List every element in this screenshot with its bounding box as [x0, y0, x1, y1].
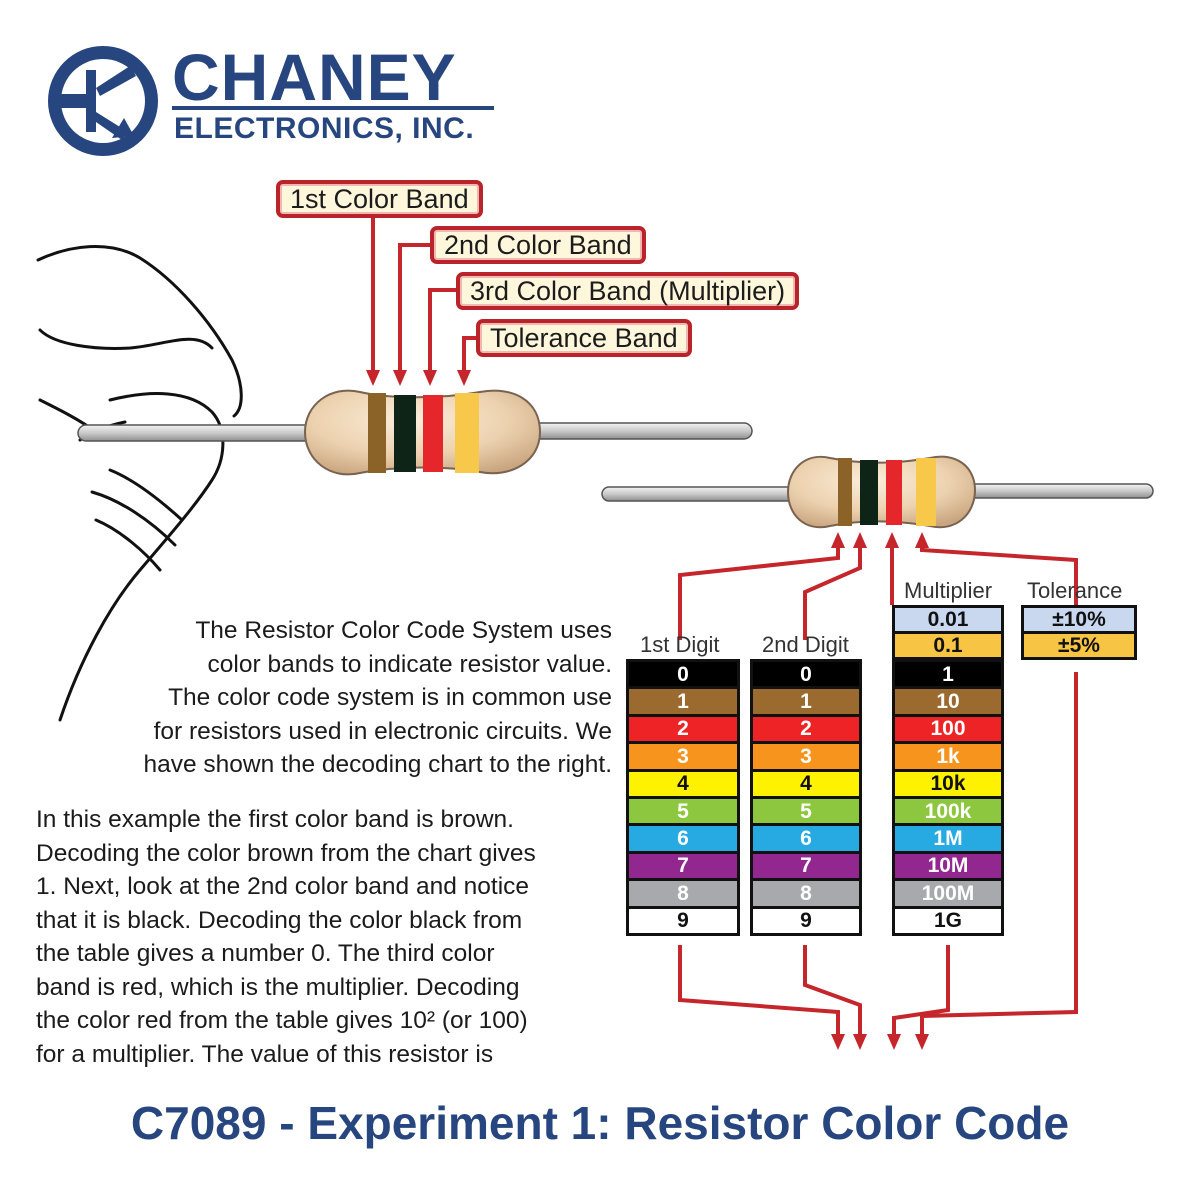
second-digit-cell: 3: [753, 744, 859, 769]
chart-connectors-top: [678, 545, 1078, 640]
resistor-small: [601, 455, 1154, 529]
multiplier-fraction-cell: 0.1: [895, 634, 1001, 657]
intro-line: color bands to indicate resistor value.: [207, 650, 612, 678]
first-digit-cell: 3: [629, 744, 737, 769]
first-digit-cell: 2: [629, 716, 737, 742]
example-paragraph: In this example the first color band is …: [36, 803, 626, 1071]
example-line: 1. Next, look at the 2nd color band and …: [36, 873, 530, 900]
chart-connector-arrowheads-bottom: [831, 1034, 929, 1050]
brand-subtitle: ELECTRONICS, INC.: [174, 112, 475, 145]
first-digit-cell: 8: [629, 881, 737, 906]
example-line: Decoding the color brown from the chart …: [36, 839, 536, 867]
second-digit-cell: 8: [753, 881, 859, 906]
multiplier-cell: 1: [895, 662, 1001, 687]
intro-line: The color code system is in common use: [168, 684, 612, 711]
first-digit-cell: 6: [629, 826, 737, 851]
hand-illustration: [36, 244, 243, 722]
multiplier-cell: 1G: [895, 908, 1001, 933]
callout-3rd-color-band: 3rd Color Band (Multiplier): [456, 272, 800, 310]
resistor-large: [77, 389, 753, 476]
callout-pointers: [371, 218, 478, 372]
example-line: for a multiplier. The value of this resi…: [36, 1040, 494, 1068]
first-digit-cell: 7: [629, 853, 737, 879]
intro-line: for resistors used in electronic circuit…: [153, 717, 612, 745]
multiplier-cell: 1k: [895, 744, 1001, 769]
multiplier-cell: 10: [895, 689, 1001, 714]
multiplier-fraction-cell: 0.01: [895, 608, 1001, 631]
second-digit-cell: 4: [753, 771, 859, 796]
first-digit-cell: 1: [629, 689, 737, 714]
multiplier-cell: 10M: [895, 853, 1001, 879]
example-line: that it is black. Decoding the color bla…: [36, 906, 523, 934]
intro-line: The Resistor Color Code System uses: [195, 617, 612, 644]
first-digit-cell: 5: [629, 798, 737, 824]
second-digit-cell: 7: [753, 853, 859, 879]
multiplier-cell: 10k: [895, 771, 1001, 796]
brand-name: CHANEY: [172, 40, 457, 114]
header-2nd-digit: 2nd Digit: [762, 632, 849, 657]
first-digit-cell: 0: [629, 662, 737, 687]
header-multiplier: Multiplier: [904, 578, 993, 603]
example-line: In this example the first color band is …: [36, 806, 514, 833]
second-digit-cell: 0: [753, 662, 859, 687]
intro-line: have shown the decoding chart to the rig…: [143, 751, 612, 778]
multiplier-cell: 1M: [895, 826, 1001, 851]
callout-1st-color-band: 1st Color Band: [276, 180, 483, 218]
example-line: the table gives a number 0. The third co…: [36, 940, 495, 967]
multiplier-cell: 100M: [895, 881, 1001, 906]
intro-paragraph: The Resistor Color Code System uses color…: [40, 614, 612, 782]
chart-connectors-bottom: [678, 672, 1078, 1036]
chart-connector-arrowheads-top: [831, 532, 929, 548]
first-digit-cell: 4: [629, 771, 737, 796]
tolerance-cell: ±10%: [1024, 608, 1134, 631]
header-tolerance: Tolerance: [1027, 578, 1123, 603]
callout-tolerance-band: Tolerance Band: [476, 319, 692, 357]
second-digit-cell: 6: [753, 826, 859, 851]
brand-divider: [172, 106, 494, 110]
multiplier-cell: 100k: [895, 798, 1001, 824]
multiplier-fraction-table: 0.01 0.1: [892, 605, 1004, 660]
example-line: band is red, which is the multiplier. De…: [36, 973, 520, 1001]
multiplier-cell: 100: [895, 716, 1001, 742]
second-digit-cell: 1: [753, 689, 859, 714]
first-digit-cell: 9: [629, 908, 737, 933]
tolerance-cell: ±5%: [1024, 634, 1134, 657]
header-1st-digit: 1st Digit: [640, 632, 720, 657]
chaney-logo-icon: [48, 46, 158, 156]
second-digit-cell: 5: [753, 798, 859, 824]
second-digit-cell: 2: [753, 716, 859, 742]
footer-title: C7089 - Experiment 1: Resistor Color Cod…: [130, 1097, 1070, 1149]
second-digit-cell: 9: [753, 908, 859, 933]
callout-2nd-color-band: 2nd Color Band: [430, 226, 646, 264]
example-line: the color red from the table gives 10² (…: [36, 1007, 528, 1034]
callout-arrowheads: [366, 370, 471, 386]
tolerance-table: ±10% ±5%: [1021, 605, 1137, 660]
